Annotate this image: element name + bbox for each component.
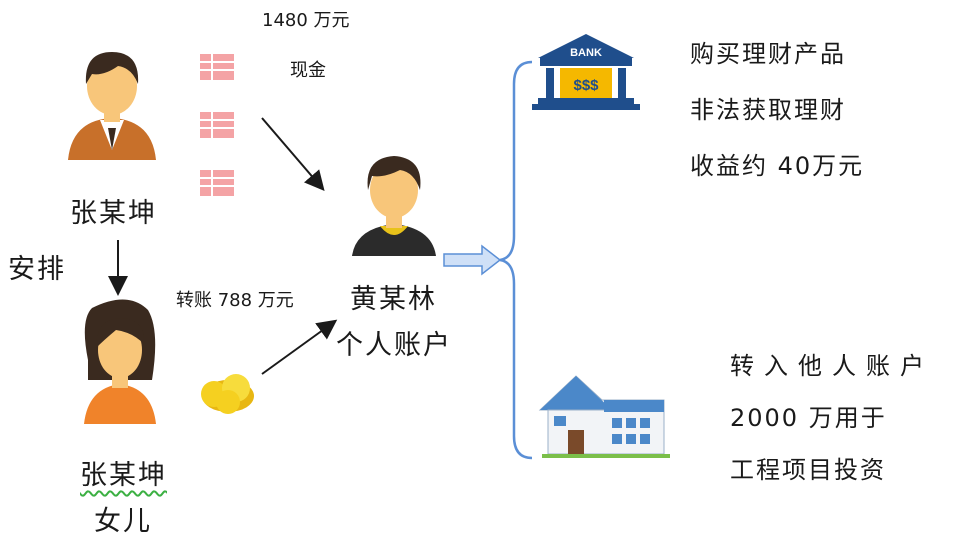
bank-outcome-line1: 购买理财产品 [690, 40, 846, 68]
father-avatar-icon [68, 52, 156, 160]
recipient-name: 黄某林 [350, 284, 437, 315]
cash-arrow [261, 117, 325, 192]
outcome-bracket [499, 60, 533, 460]
cash-label: 现金 [290, 60, 326, 81]
recipient-account: 个人账户 [336, 330, 452, 361]
cash-amount-label: 1480 万元 [262, 10, 350, 31]
transfer-arrow [261, 319, 338, 375]
house-outcome-line1: 转入他人账户 [730, 352, 934, 380]
bank-icon [532, 34, 640, 110]
daughter-name: 张某坤 [80, 460, 167, 491]
father-name: 张某坤 [70, 198, 157, 229]
house-icon [538, 375, 670, 458]
bank-outcome-line2: 非法获取理财 [690, 96, 846, 124]
cash-stack-icon [200, 112, 234, 138]
arrange-label: 安排 [8, 254, 66, 285]
bank-outcome-line3: 收益约 40万元 [690, 152, 865, 180]
daughter-avatar-icon [84, 299, 156, 424]
cash-stack-icon [200, 170, 234, 196]
bank-money-text: $$$ [573, 77, 599, 94]
house-outcome-line3: 工程项目投资 [730, 456, 886, 484]
recipient-avatar-icon [352, 156, 436, 256]
outflow-block-arrow [443, 244, 502, 276]
daughter-role: 女儿 [94, 506, 152, 537]
transfer-label: 转账 788 万元 [176, 290, 294, 311]
cash-stack-icon [200, 54, 234, 80]
house-outcome-line2: 2000 万用于 [730, 404, 887, 432]
gold-coins-icon [201, 374, 254, 414]
bank-sign-text: BANK [570, 47, 602, 59]
